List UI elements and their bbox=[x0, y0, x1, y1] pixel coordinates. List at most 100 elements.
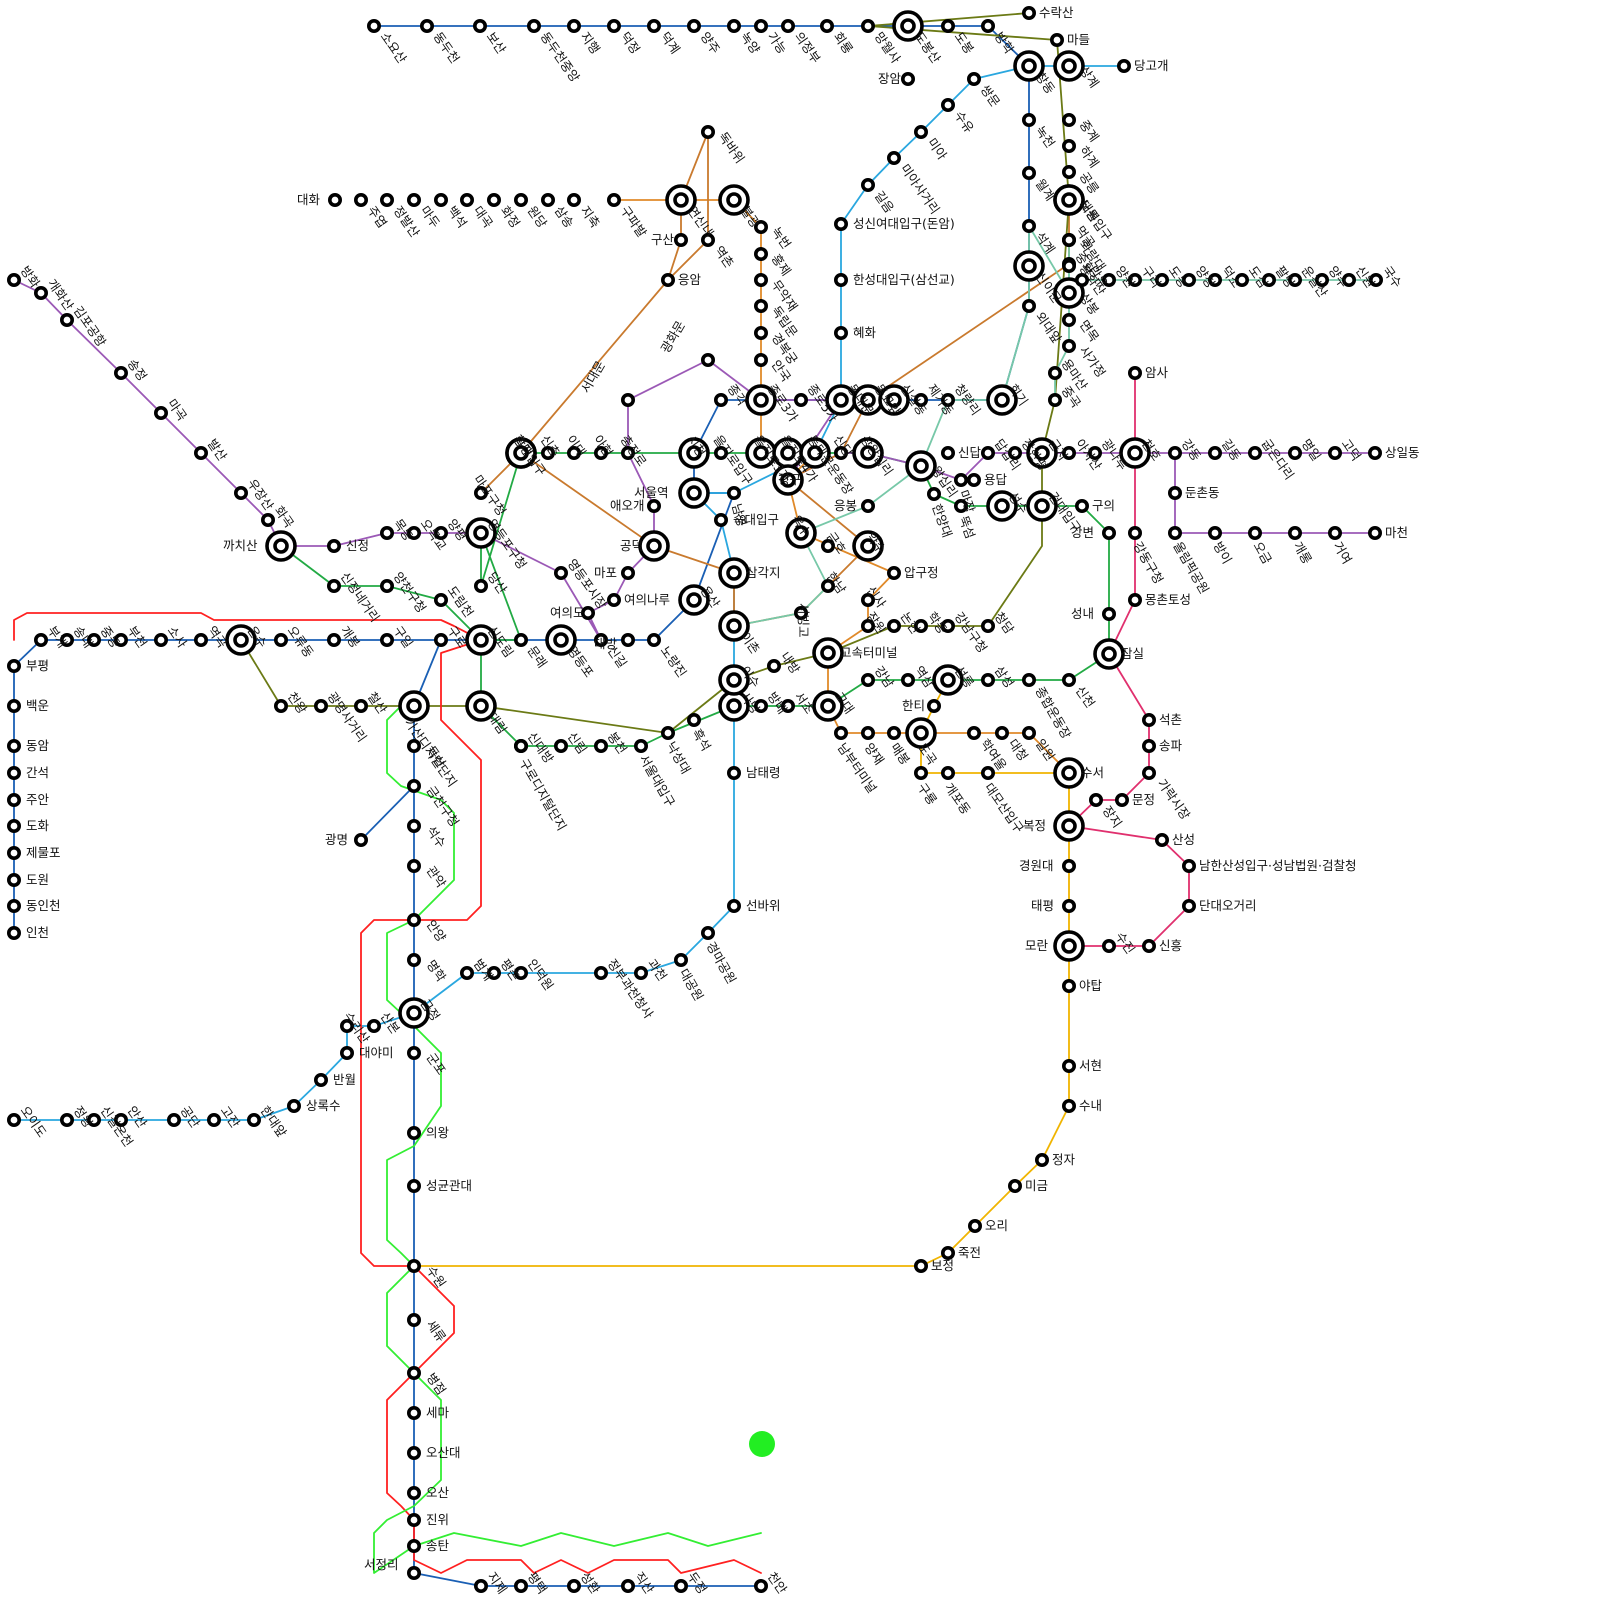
station-gangdong[interactable] bbox=[1168, 445, 1183, 460]
station-daegongwon[interactable] bbox=[673, 952, 688, 967]
station-sinjeongnegeori[interactable] bbox=[326, 578, 341, 593]
station-jonggak[interactable] bbox=[713, 392, 728, 407]
station-gurodigital[interactable] bbox=[513, 738, 528, 753]
station-sookmyung[interactable] bbox=[713, 512, 728, 527]
location-marker[interactable] bbox=[749, 1431, 775, 1457]
station-dangsan[interactable] bbox=[473, 578, 488, 593]
station-omokgyo[interactable] bbox=[406, 525, 421, 540]
station-mongchon[interactable] bbox=[1128, 592, 1143, 607]
station-garak[interactable] bbox=[1142, 765, 1157, 780]
station-gaebong[interactable] bbox=[326, 632, 341, 647]
station-seojeongni[interactable] bbox=[406, 1566, 421, 1581]
station-jeongbalsan[interactable] bbox=[379, 193, 394, 208]
station-sinchon[interactable] bbox=[540, 445, 555, 460]
station-ujangsan[interactable] bbox=[234, 485, 249, 500]
station-sungshin[interactable] bbox=[833, 217, 848, 232]
station-geumcheon[interactable] bbox=[406, 778, 421, 793]
station-pyeongchon[interactable] bbox=[486, 965, 501, 980]
station-hyehwa[interactable] bbox=[833, 325, 848, 340]
station-junggye[interactable] bbox=[1062, 113, 1077, 128]
station-samseong[interactable] bbox=[980, 672, 995, 687]
station-sanbon[interactable] bbox=[366, 1018, 381, 1033]
station-ungilsan[interactable] bbox=[1288, 272, 1303, 287]
station-seoksu[interactable] bbox=[406, 818, 421, 833]
station-mangwolsa[interactable] bbox=[860, 18, 875, 33]
station-guui[interactable] bbox=[1075, 498, 1090, 513]
station-suraksan[interactable] bbox=[1021, 6, 1036, 20]
station-myeonghak[interactable] bbox=[406, 952, 421, 967]
station-gyeongma[interactable] bbox=[700, 925, 715, 940]
station-seocho[interactable] bbox=[780, 698, 795, 713]
station-hakdong[interactable] bbox=[913, 618, 928, 633]
station-jangam[interactable] bbox=[900, 72, 915, 87]
station-eungam[interactable] bbox=[660, 272, 675, 287]
station-junghwa[interactable] bbox=[1062, 258, 1077, 273]
station-donong[interactable] bbox=[1155, 272, 1170, 287]
station-danggogae[interactable] bbox=[1117, 58, 1132, 73]
station-anguk[interactable] bbox=[753, 352, 768, 367]
station-banwol[interactable] bbox=[313, 1073, 328, 1088]
station-yeokchon[interactable] bbox=[700, 233, 715, 248]
station-gireum[interactable] bbox=[860, 178, 875, 193]
station-mapo[interactable] bbox=[620, 565, 635, 580]
station-jongno5[interactable] bbox=[793, 392, 808, 407]
station-seonghwan[interactable] bbox=[566, 1579, 581, 1594]
station-ttukseom[interactable] bbox=[953, 498, 968, 513]
station-gaepo[interactable] bbox=[940, 765, 955, 780]
station-hannam[interactable] bbox=[820, 578, 835, 593]
station-daegok[interactable] bbox=[459, 193, 474, 208]
station-seohyeon[interactable] bbox=[1062, 1059, 1077, 1074]
station-mapogucheong[interactable] bbox=[473, 485, 488, 500]
station-ganseok[interactable] bbox=[7, 765, 21, 780]
station-daemosan[interactable] bbox=[980, 765, 995, 780]
station-guro[interactable] bbox=[433, 632, 448, 647]
station-gongneung[interactable] bbox=[1062, 165, 1077, 180]
station-balsan[interactable] bbox=[194, 445, 209, 460]
station-geoyeo[interactable] bbox=[1328, 525, 1343, 540]
station-oido[interactable] bbox=[7, 1113, 21, 1128]
station-deokjeong[interactable] bbox=[606, 18, 621, 33]
station-guryong[interactable] bbox=[913, 765, 928, 780]
station-seonbawi[interactable] bbox=[726, 898, 741, 913]
station-jinwi[interactable] bbox=[406, 1513, 421, 1528]
station-sinsa[interactable] bbox=[860, 592, 875, 607]
station-yangju[interactable] bbox=[686, 18, 701, 33]
station-taepyeong[interactable] bbox=[1062, 898, 1077, 913]
station-seongnae[interactable] bbox=[1102, 606, 1117, 621]
station-nakseongdae[interactable] bbox=[660, 725, 675, 740]
station-gojan[interactable] bbox=[207, 1113, 222, 1128]
station-nogyang[interactable] bbox=[726, 18, 741, 33]
station-gwanghwamun[interactable] bbox=[700, 352, 715, 367]
station-junggok[interactable] bbox=[1048, 392, 1063, 407]
station-uijeongbu[interactable] bbox=[780, 18, 795, 33]
station-yeouido[interactable] bbox=[580, 605, 595, 620]
station-cheonan[interactable] bbox=[753, 1579, 768, 1594]
station-bucheon[interactable] bbox=[114, 632, 129, 647]
station-gwangmyeong[interactable] bbox=[353, 832, 368, 847]
station-madeul[interactable] bbox=[1050, 32, 1065, 47]
station-gunpo[interactable] bbox=[406, 1046, 421, 1061]
station-yangjae[interactable] bbox=[860, 725, 875, 740]
station-dandae[interactable] bbox=[1182, 898, 1197, 913]
station-sujin[interactable] bbox=[1102, 938, 1117, 953]
station-eungbong[interactable] bbox=[860, 498, 875, 513]
station-deokso[interactable] bbox=[1208, 272, 1223, 287]
station-sinheung[interactable] bbox=[1142, 938, 1157, 953]
station-suyu[interactable] bbox=[940, 98, 955, 113]
station-miasageori[interactable] bbox=[886, 151, 901, 166]
station-bosan[interactable] bbox=[472, 18, 487, 33]
station-pyeongtaek[interactable] bbox=[513, 1579, 528, 1594]
station-guil[interactable] bbox=[379, 632, 394, 647]
station-jamwon[interactable] bbox=[860, 618, 875, 633]
station-singil[interactable] bbox=[593, 632, 608, 647]
station-gwangnaru[interactable] bbox=[1088, 445, 1103, 460]
station-sema[interactable] bbox=[406, 1406, 421, 1421]
station-nokcheon[interactable] bbox=[1021, 113, 1036, 128]
station-byeongjeom[interactable] bbox=[406, 1366, 421, 1381]
station-jukjeon[interactable] bbox=[940, 1246, 955, 1261]
station-songjeong[interactable] bbox=[114, 365, 129, 380]
station-amsa[interactable] bbox=[1128, 365, 1143, 380]
station-osandae[interactable] bbox=[406, 1446, 421, 1461]
station-myeonmok[interactable] bbox=[1062, 312, 1077, 327]
station-dujeong[interactable] bbox=[673, 1579, 688, 1594]
